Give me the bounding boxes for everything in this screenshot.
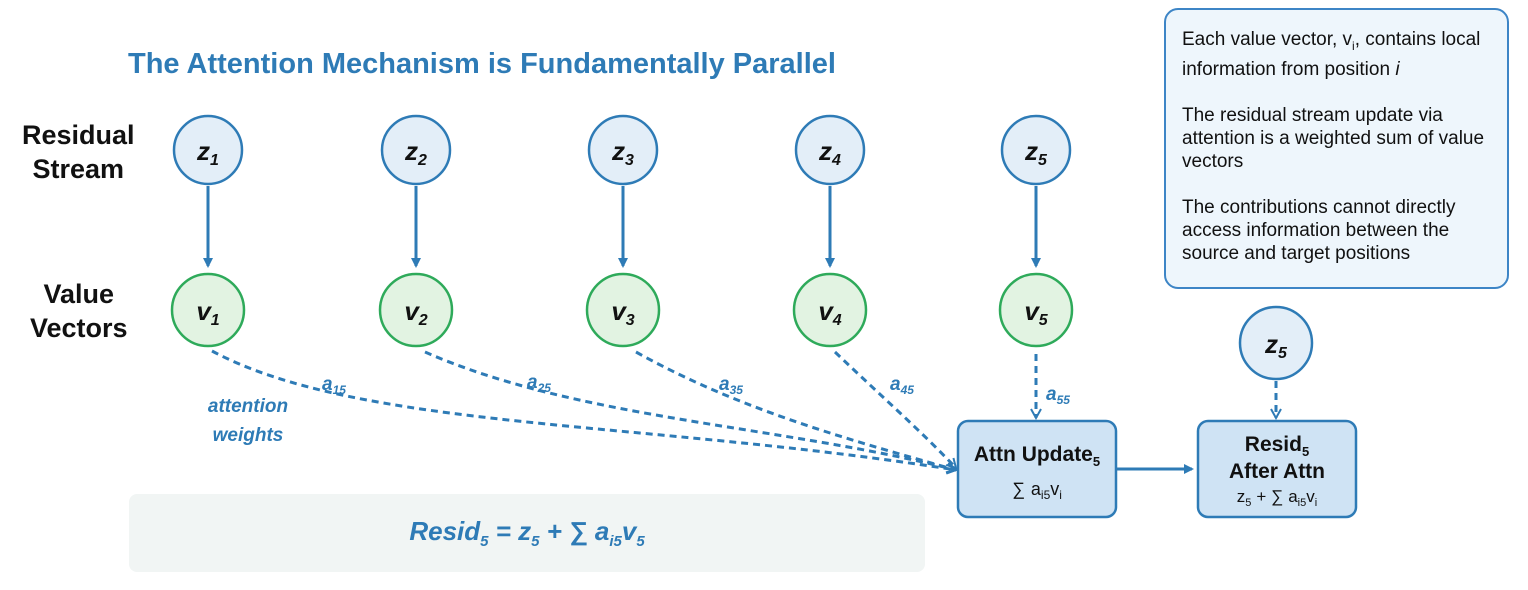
attention-weights-caption-2: weights xyxy=(213,425,284,446)
attention-arrow-3 xyxy=(635,350,956,470)
weight-label-1: a15 xyxy=(322,374,346,397)
residual-stream-label: Residual Stream xyxy=(22,118,135,186)
value-vectors-label: Value Vectors xyxy=(30,277,128,345)
value-node-2: v2 xyxy=(378,272,454,348)
svg-text:z5: z5 xyxy=(1264,329,1288,362)
resid-after-attn-box: Resid5 After Attn z5+ ∑ai5vi xyxy=(1196,419,1358,519)
attn-update-formula: ∑ai5vi xyxy=(1012,479,1062,502)
attn-update-title: Attn Update5 xyxy=(974,443,1100,469)
attention-arrow-1 xyxy=(211,349,956,470)
value-node-1: v1 xyxy=(170,272,246,348)
svg-text:z3: z3 xyxy=(611,136,634,169)
weight-label-3: a35 xyxy=(719,374,743,397)
residual-node-1: z1 xyxy=(172,114,244,186)
attention-arrow-2 xyxy=(424,350,956,470)
value-node-5: v5 xyxy=(998,272,1074,348)
residual-nodes: z1 z2 z3 z4 z5 xyxy=(172,114,1072,186)
info-paragraph-1: Each value vector, vi, contains local in… xyxy=(1182,29,1481,80)
residual-node-3: z3 xyxy=(587,114,659,186)
value-node-4: v4 xyxy=(792,272,868,348)
z5-source-node: z5 xyxy=(1238,305,1314,381)
formula-panel: Resid5 = z5 + ∑ ai5v5 xyxy=(129,494,925,572)
projection-arrows xyxy=(203,186,1041,268)
resid-after-line1: Resid5 xyxy=(1245,433,1309,459)
weight-labels: a15 a25 a35 a45 a55 xyxy=(322,372,1070,407)
resid-after-line2: After Attn xyxy=(1229,460,1325,483)
svg-text:v5: v5 xyxy=(1024,296,1048,329)
residual-label-line1: Residual xyxy=(22,120,135,150)
diagram-title: The Attention Mechanism is Fundamentally… xyxy=(128,48,836,80)
svg-text:v4: v4 xyxy=(818,296,841,329)
attention-arrows xyxy=(211,349,1276,470)
attention-weights-caption: attention xyxy=(208,396,288,417)
weight-label-5: a55 xyxy=(1046,384,1070,407)
svg-text:z1: z1 xyxy=(196,136,219,169)
residual-node-2: z2 xyxy=(380,114,452,186)
resid-formula: Resid5 = z5 + ∑ ai5v5 xyxy=(409,516,645,551)
resid-after-formula: z5+ ∑ai5vi xyxy=(1237,487,1317,509)
weight-label-4: a45 xyxy=(890,374,914,397)
value-node-3: v3 xyxy=(585,272,661,348)
residual-node-5: z5 xyxy=(1000,114,1072,186)
svg-text:v3: v3 xyxy=(611,296,634,329)
svg-text:z2: z2 xyxy=(404,136,427,169)
attn-update-box: Attn Update5 ∑ai5vi xyxy=(956,419,1118,519)
svg-text:z4: z4 xyxy=(818,136,841,169)
attention-arrow-4 xyxy=(833,350,956,468)
value-nodes: v1 v2 v3 v4 v5 xyxy=(170,272,1074,348)
residual-node-4: z4 xyxy=(794,114,866,186)
svg-text:v1: v1 xyxy=(196,296,219,329)
svg-text:z5: z5 xyxy=(1024,136,1048,169)
weight-label-2: a25 xyxy=(527,372,551,395)
value-label-line1: Value xyxy=(43,279,115,309)
info-paragraph-2: The residual stream update via attention… xyxy=(1182,104,1485,172)
svg-text:v2: v2 xyxy=(404,296,427,329)
info-paragraph-3: The contributions cannot directly access… xyxy=(1182,196,1456,264)
value-label-line2: Vectors xyxy=(30,313,128,343)
info-callout: Each value vector, vi, contains local in… xyxy=(1164,8,1509,289)
residual-label-line2: Stream xyxy=(32,154,125,184)
